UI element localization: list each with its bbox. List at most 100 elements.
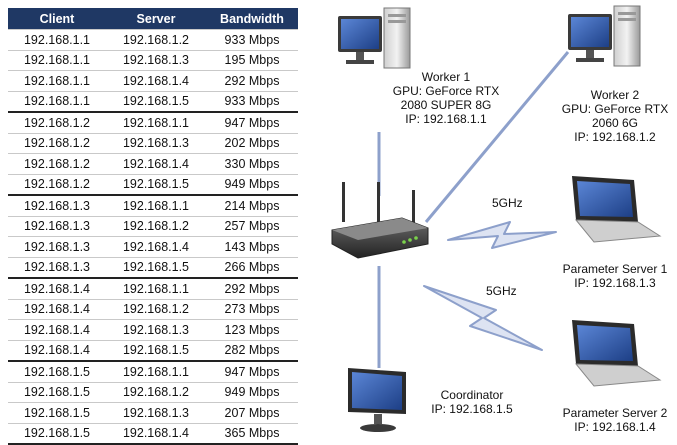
client-cell: 192.168.1.5 [8,402,106,423]
wifi-router-icon [331,182,429,259]
ps2-name: Parameter Server 2 [562,406,668,420]
wifi-label-2: 5GHz [486,284,517,298]
client-cell: 192.168.1.5 [8,381,106,403]
desktop-pc-icon [338,7,411,69]
lightning-bolt-icon [423,285,543,351]
client-cell: 192.168.1.3 [8,194,106,216]
client-cell: 192.168.1.3 [8,236,106,257]
client-cell: 192.168.1.1 [8,90,106,112]
server-cell: 192.168.1.1 [106,194,206,216]
worker1-name: Worker 1 [421,70,471,84]
client-cell: 192.168.1.2 [8,173,106,195]
worker1-gpu: GPU: GeForce RTX [392,84,500,98]
bandwidth-cell: 207 Mbps [206,402,298,423]
server-cell: 192.168.1.5 [106,256,206,278]
client-cell: 192.168.1.2 [8,132,106,154]
bandwidth-cell: 143 Mbps [206,236,298,257]
network-diagram: Worker 1 GPU: GeForce RTX 2080 SUPER 8G … [300,0,677,437]
header-server: Server [106,8,206,30]
server-cell: 192.168.1.1 [106,360,206,382]
bandwidth-cell: 123 Mbps [206,319,298,340]
monitor-icon [348,368,406,432]
worker1-ip: IP: 192.168.1.1 [405,112,487,126]
server-cell: 192.168.1.1 [106,277,206,299]
coordinator-name: Coordinator [440,388,504,402]
ps1-ip: IP: 192.168.1.3 [574,276,656,290]
server-cell: 192.168.1.3 [106,132,206,154]
worker2-name: Worker 2 [590,88,640,102]
bandwidth-cell: 273 Mbps [206,298,298,320]
header-bandwidth: Bandwidth [206,8,298,30]
server-cell: 192.168.1.4 [106,153,206,174]
bandwidth-cell: 214 Mbps [206,194,298,216]
client-cell: 192.168.1.4 [8,277,106,299]
client-cell: 192.168.1.3 [8,256,106,278]
worker1-label: Worker 1 GPU: GeForce RTX 2080 SUPER 8G … [376,70,516,126]
bandwidth-cell: 282 Mbps [206,339,298,361]
bandwidth-cell: 947 Mbps [206,111,298,133]
coordinator-label: Coordinator IP: 192.168.1.5 [422,388,522,416]
worker2-gpu-model: 2060 6G [591,116,639,130]
laptop-icon [572,176,662,243]
server-cell: 192.168.1.4 [106,70,206,91]
client-cell: 192.168.1.1 [8,70,106,91]
ps1-label: Parameter Server 1 IP: 192.168.1.3 [556,262,674,290]
lightning-bolt-icon [447,221,557,249]
client-cell: 192.168.1.1 [8,29,106,50]
client-cell: 192.168.1.2 [8,111,106,133]
bandwidth-cell: 947 Mbps [206,360,298,382]
bandwidth-cell: 202 Mbps [206,132,298,154]
client-cell: 192.168.1.4 [8,339,106,361]
worker2-label: Worker 2 GPU: GeForce RTX 2060 6G IP: 19… [556,88,674,144]
bandwidth-cell: 933 Mbps [206,29,298,50]
wifi-label-1: 5GHz [492,196,523,210]
bandwidth-cell: 257 Mbps [206,215,298,237]
network-diagram-svg [331,5,662,432]
client-cell: 192.168.1.3 [8,215,106,237]
server-cell: 192.168.1.4 [106,422,206,444]
bandwidth-cell: 195 Mbps [206,49,298,71]
worker1-gpu-model: 2080 SUPER 8G [400,98,492,112]
bandwidth-cell: 365 Mbps [206,422,298,444]
link-router-worker2 [424,51,570,223]
client-cell: 192.168.1.1 [8,49,106,71]
server-cell: 192.168.1.3 [106,319,206,340]
client-cell: 192.168.1.4 [8,298,106,320]
server-cell: 192.168.1.1 [106,111,206,133]
bandwidth-cell: 292 Mbps [206,277,298,299]
worker2-gpu: GPU: GeForce RTX [561,102,669,116]
bandwidth-cell: 949 Mbps [206,173,298,195]
ps1-name: Parameter Server 1 [562,262,668,276]
client-cell: 192.168.1.5 [8,422,106,444]
client-cell: 192.168.1.2 [8,153,106,174]
bandwidth-cell: 292 Mbps [206,70,298,91]
server-cell: 192.168.1.5 [106,173,206,195]
server-cell: 192.168.1.5 [106,90,206,112]
client-cell: 192.168.1.5 [8,360,106,382]
worker2-ip: IP: 192.168.1.2 [574,130,656,144]
server-cell: 192.168.1.4 [106,236,206,257]
server-cell: 192.168.1.2 [106,298,206,320]
bandwidth-cell: 949 Mbps [206,381,298,403]
desktop-pc-icon [568,5,641,67]
ps2-label: Parameter Server 2 IP: 192.168.1.4 [556,406,674,434]
